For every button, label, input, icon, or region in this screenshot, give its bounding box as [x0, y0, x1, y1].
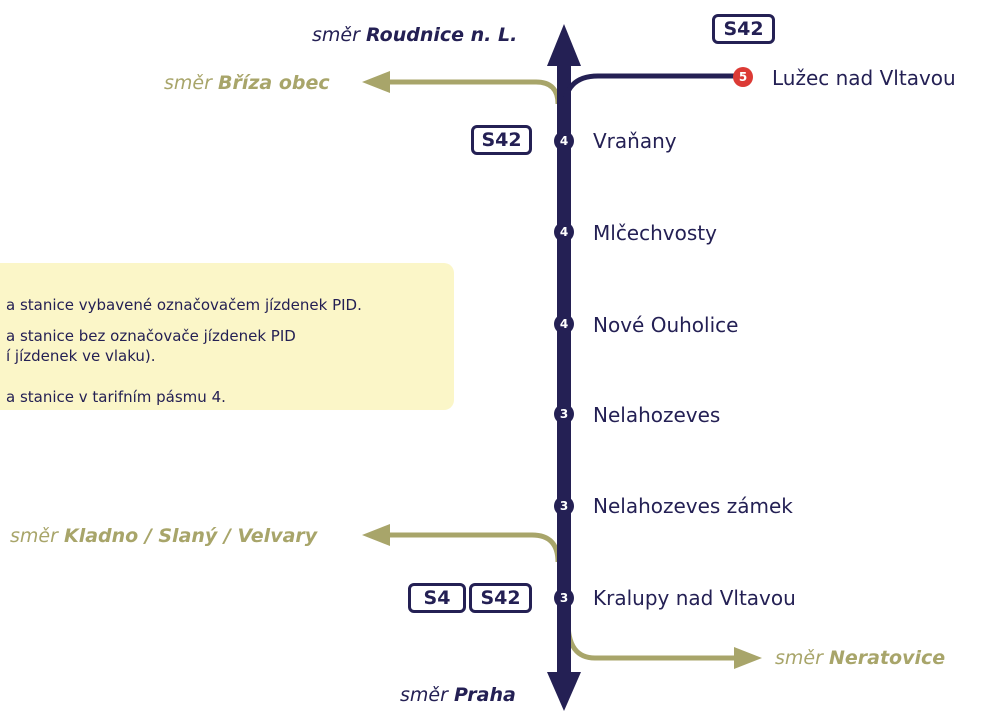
- station-nove-ouholice: Nové Ouholice: [593, 313, 739, 337]
- direction-kladno: směr Kladno / Slaný / Velvary: [10, 524, 317, 548]
- zone-marker-nove-ouholice: 4: [554, 314, 574, 334]
- line-badge-s4-kralupy: S4: [408, 583, 466, 613]
- zone-marker-kralupy: 3: [554, 588, 574, 608]
- zone-marker-vranany: 4: [554, 131, 574, 151]
- line-badge-s42-top: S42: [712, 14, 775, 44]
- zone-marker-mlcechvosty: 4: [554, 222, 574, 242]
- branch-briza-line: [385, 79, 561, 105]
- direction-briza-name: Bříza obec: [217, 72, 330, 94]
- direction-north: směr Roudnice n. L.: [312, 23, 517, 47]
- station-nelahozeves-zamek: Nelahozeves zámek: [593, 494, 793, 518]
- direction-neratovice-name: Neratovice: [828, 647, 946, 669]
- legend-line-1: a stanice vybavené označovačem jízdenek …: [6, 296, 362, 314]
- legend-line-4: a stanice v tarifním pásmu 4.: [6, 388, 226, 406]
- direction-neratovice-prefix: směr: [775, 647, 823, 669]
- station-mlcechvosty: Mlčechvosty: [593, 221, 717, 245]
- direction-briza: směr Bříza obec: [164, 71, 330, 95]
- station-luzec: Lužec nad Vltavou: [772, 66, 956, 90]
- zone-marker-luzec: 5: [733, 67, 753, 87]
- station-nelahozeves: Nelahozeves: [593, 403, 721, 427]
- branch-briza-arrow: [362, 71, 390, 93]
- direction-north-name: Roudnice n. L.: [365, 24, 518, 46]
- branch-kladno-line: [385, 532, 561, 563]
- direction-neratovice: směr Neratovice: [775, 646, 945, 670]
- zone-marker-nelahozeves: 3: [554, 404, 574, 424]
- direction-kladno-name: Kladno / Slaný / Velvary: [63, 525, 318, 547]
- branch-neratovice-line: [565, 621, 740, 661]
- line-badge-s42-kralupy: S42: [469, 583, 532, 613]
- station-kralupy: Kralupy nad Vltavou: [593, 586, 796, 610]
- branch-neratovice-arrow: [734, 647, 762, 669]
- branch-luzec-line: [561, 73, 740, 113]
- station-vranany: Vraňany: [593, 129, 677, 153]
- legend-box: a stanice vybavené označovačem jízdenek …: [0, 263, 454, 410]
- direction-kladno-prefix: směr: [10, 525, 58, 547]
- line-badge-s42-vranany: S42: [471, 125, 532, 155]
- zone-marker-nelahozeves-zamek: 3: [554, 496, 574, 516]
- direction-south: směr Praha: [400, 683, 516, 707]
- south-arrow: [547, 672, 581, 711]
- branch-kladno-arrow: [362, 524, 390, 546]
- direction-briza-prefix: směr: [164, 72, 212, 94]
- direction-south-prefix: směr: [400, 684, 448, 706]
- direction-south-name: Praha: [453, 684, 516, 706]
- north-arrow: [547, 24, 581, 66]
- legend-line-3: í jízdenek ve vlaku).: [6, 347, 156, 365]
- legend-line-2: a stanice bez označovače jízdenek PID: [6, 327, 296, 345]
- direction-north-prefix: směr: [312, 24, 360, 46]
- main-line: [557, 58, 571, 682]
